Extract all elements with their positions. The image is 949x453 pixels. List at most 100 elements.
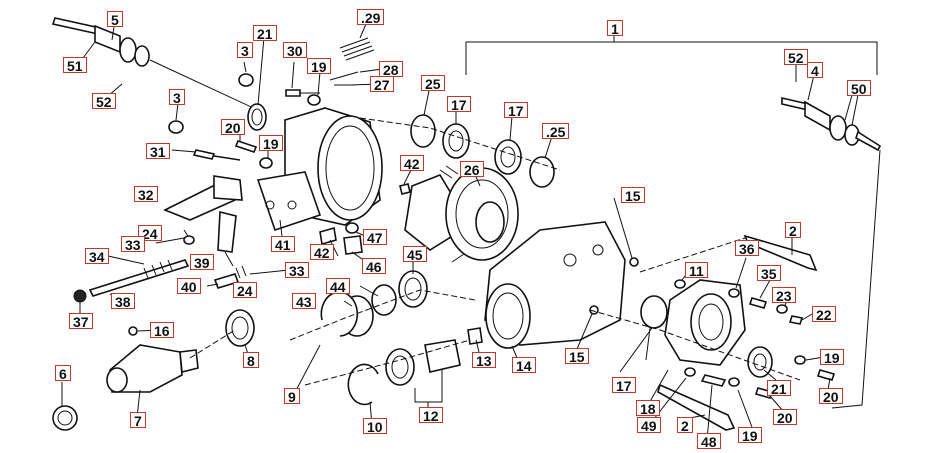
gear-case-14 [484,221,626,349]
callout-42a: 42 [400,155,424,172]
bearing-45 [398,270,428,308]
callout-12: 12 [419,407,443,424]
callout-19c: 19 [820,349,844,366]
snap-ring-10 [347,363,379,406]
cap-6 [52,405,78,431]
callout-47: 47 [363,229,387,246]
pinion-gear [424,339,461,373]
callout-36: 36 [735,240,759,257]
yoke-7 [106,344,199,393]
callout-14: 14 [512,357,536,374]
callout-38: 38 [111,293,135,310]
callout-3a: 3 [237,42,253,59]
dash-line-right [639,237,746,273]
washer-49 [684,367,696,377]
callout-49: 49 [637,417,661,434]
callout-29: .29 [357,9,385,26]
grease-fitting-16 [128,326,138,336]
nut-part-3b [168,120,184,134]
plug-46 [343,235,363,255]
callout-8: 8 [243,352,259,369]
callout-15a: 15 [621,187,645,204]
bolt-20a [234,140,258,153]
callout-7: 7 [130,412,146,429]
callout-26: 26 [460,161,484,178]
spring-34 [143,259,173,279]
bolt-30 [285,89,301,97]
long-bolt-2b [657,383,736,431]
bolt-22 [788,315,804,325]
callout-2b: 2 [677,417,693,434]
callout-20b: 20 [819,388,843,405]
callout-20a: 20 [221,119,245,136]
washer-36 [728,288,740,298]
dash-line-low [304,339,471,386]
callout-19b: 19 [259,135,283,152]
callout-43: 43 [292,293,316,310]
shim-25a [410,114,436,148]
seal-8 [225,309,255,347]
callout-27: 27 [370,76,394,93]
callout-10: 10 [363,418,387,435]
callout-22: 22 [812,306,836,323]
washer-11 [674,279,686,289]
dash-line-mid [289,289,476,341]
bolt-31 [192,149,241,161]
callout-1: 1 [607,20,623,37]
callout-20c: 20 [773,409,797,426]
callout-17b: 17 [504,102,528,119]
bearing-17b [494,139,522,175]
shim-44 [371,284,397,316]
washer-23 [776,304,788,314]
rear-cover [664,279,746,366]
callout-21b: 21 [767,380,791,397]
bolt-20b [816,369,836,381]
callout-24b: 24 [233,282,257,299]
assembly-bracket [465,41,878,75]
callout-44: 44 [326,278,350,295]
dash-line-rear [589,309,801,381]
washer-19c [794,355,806,365]
nut-part-3a [238,73,254,87]
sleeve-13 [467,327,483,345]
right-axle-shaft [781,96,882,409]
bearing-17a [442,123,470,159]
callout-31: 31 [146,143,170,160]
washer-19b [259,157,273,169]
callout-33b: 33 [285,262,309,279]
callout-34: 34 [85,248,109,265]
callout-46: 46 [362,258,386,275]
bearing-12 [385,348,415,386]
shift-shaft-38 [88,259,190,297]
callout-19d: 19 [738,427,762,444]
callout-13: 13 [472,352,496,369]
callout-19a: 19 [307,58,331,75]
lever-39 [217,210,237,253]
callout-45: 45 [403,246,427,263]
callout-30: 30 [283,42,307,59]
callout-15b: 15 [565,348,589,365]
shim-25b [529,156,555,188]
spring-29 [339,37,375,61]
callout-41: 41 [271,236,295,253]
left-axle-shaft [51,17,263,113]
callout-16: 16 [150,322,174,339]
bolt-35 [748,297,768,309]
bolt-48 [700,374,727,387]
spring-33 [235,265,247,279]
washer-19d [728,377,740,387]
callout-39: 39 [190,254,214,271]
callout-25b: .25 [542,123,570,140]
callout-3b: 3 [169,89,185,106]
bolt-42b [399,183,411,195]
callout-11: 11 [685,262,708,279]
gasket-47 [345,222,359,234]
callout-18: 18 [636,400,660,417]
callout-17c: 17 [612,377,636,394]
callout-52b: 52 [784,49,808,66]
callout-23: 23 [772,287,796,304]
pin-15a [629,257,639,267]
callout-37: 37 [69,313,93,330]
callout-42b: 42 [310,244,334,261]
